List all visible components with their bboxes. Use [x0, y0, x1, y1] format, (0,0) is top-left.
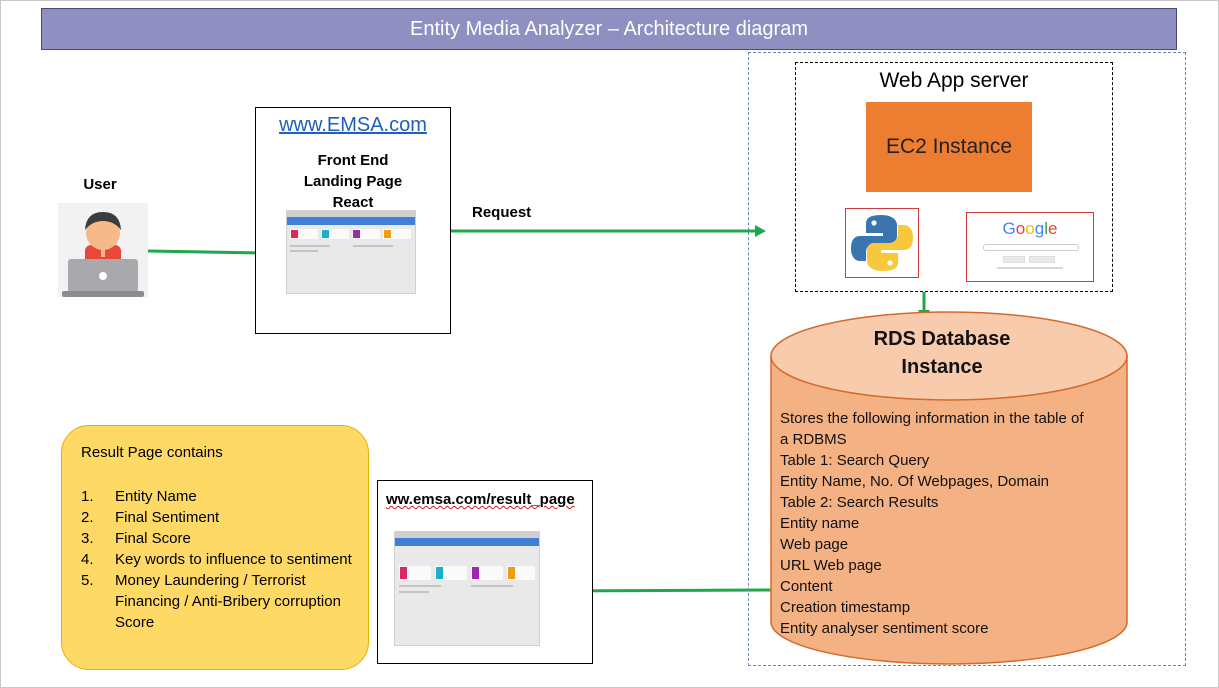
- rds-text-line: a RDBMS: [780, 431, 847, 448]
- rds-text-line: Entity Name, No. Of Webpages, Domain: [780, 473, 1050, 490]
- result-summary-list: 1. Entity Name 2. Final Sentiment 3. Final …: [81, 486, 361, 633]
- list-number: 1.: [81, 488, 94, 505]
- google-search-button: [1003, 256, 1025, 263]
- list-text: Final Score: [115, 530, 191, 547]
- result-page-screenshot: [394, 531, 540, 646]
- rds-text-line: Entity analyser sentiment score: [780, 620, 989, 637]
- frontend-line: React: [332, 194, 374, 211]
- rds-text-line: Stores the following information in the …: [780, 410, 1084, 427]
- user-laptop-icon: [58, 203, 148, 297]
- arrow-user-to-frontend: [147, 249, 263, 255]
- list-item: 4. Key words to influence to sentiment: [81, 549, 361, 570]
- list-text: Entity Name: [115, 488, 197, 505]
- frontend-url-link[interactable]: www.EMSA.com: [279, 114, 427, 136]
- list-number: 5.: [81, 572, 94, 589]
- landing-page-screenshot: [286, 210, 416, 294]
- rds-title: RDS Database Instance: [800, 325, 1084, 381]
- server-title: Web App server: [879, 69, 1029, 92]
- frontend-line: Landing Page: [303, 173, 403, 190]
- rds-text-line: Creation timestamp: [780, 599, 911, 616]
- list-item: 3. Final Score: [81, 528, 361, 549]
- list-item: 1. Entity Name: [81, 486, 361, 507]
- google-logo-text: Google: [1002, 219, 1058, 238]
- list-number: 3.: [81, 530, 94, 547]
- list-text: Key words to influence to sentiment: [115, 551, 352, 568]
- result-page-url: ww.emsa.com/result_page: [386, 491, 575, 508]
- google-search-box: [983, 244, 1079, 251]
- rds-text-line: Table 1: Search Query: [780, 452, 930, 469]
- list-number: 2.: [81, 509, 94, 526]
- rds-description: Stores the following information in the …: [780, 408, 1125, 639]
- cloud-region-boundary: [748, 52, 1186, 666]
- rds-text-line: Entity name: [780, 515, 860, 532]
- python-logo-icon: [845, 208, 919, 278]
- rds-text-line: URL Web page: [780, 557, 882, 574]
- list-item: 5. Money Laundering / Terrorist Financing…: [81, 570, 361, 633]
- google-search-screenshot: Google: [966, 212, 1094, 282]
- frontend-box: www.EMSA.com Front End Landing Page Reac…: [255, 107, 451, 334]
- google-lucky-button: [1029, 256, 1055, 263]
- rds-text-line: Content: [780, 578, 833, 595]
- result-page-box: ww.emsa.com/result_page: [377, 480, 593, 664]
- result-summary-title: Result Page contains: [81, 444, 223, 461]
- rds-text-line: Table 2: Search Results: [780, 494, 939, 511]
- rds-title-line: Instance: [901, 356, 983, 378]
- rds-text-line: Web page: [780, 536, 849, 553]
- user-label: User: [83, 176, 117, 193]
- diagram-title: Entity Media Analyzer – Architecture dia…: [41, 8, 1177, 50]
- ec2-instance: EC2 Instance: [866, 102, 1032, 192]
- result-summary-box: Result Page contains 1. Entity Name 2. Fin…: [61, 425, 369, 670]
- rds-database-cylinder: [770, 311, 1128, 665]
- frontend-description: Front End Landing Page React: [256, 150, 450, 213]
- list-item: 2. Final Sentiment: [81, 507, 361, 528]
- list-text: Final Sentiment: [115, 509, 220, 526]
- frontend-line: Front End: [317, 152, 389, 169]
- request-label: Request: [472, 204, 532, 221]
- list-text: Money Laundering / Terrorist Financing /…: [115, 572, 341, 631]
- rds-title-line: RDS Database: [873, 328, 1011, 350]
- arrowhead-frontend-to-server: [755, 225, 766, 237]
- list-number: 4.: [81, 551, 94, 568]
- google-footer-line: [997, 267, 1063, 269]
